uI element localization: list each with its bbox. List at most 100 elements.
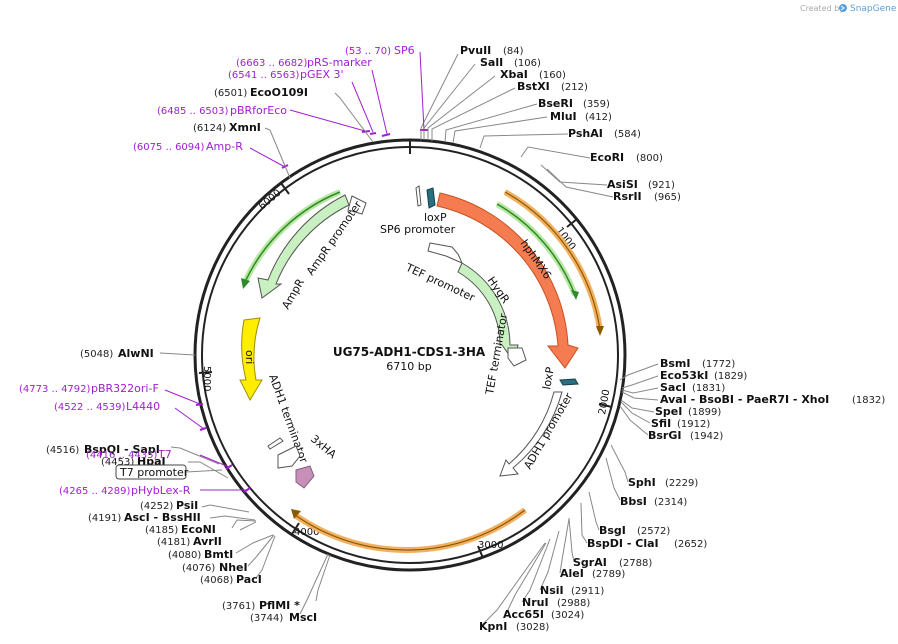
plasmid-size: 6710 bp (386, 360, 431, 373)
enzyme-rsrII: RsrII (613, 190, 642, 203)
t7-promoter-label: T7 promoter (119, 466, 189, 479)
primer-pbr322ori-f: pBR322ori-F (91, 382, 159, 395)
tef-promoter-feature (427, 242, 463, 264)
sp6-promoter-feature (415, 185, 422, 207)
enzyme-aleI: AleI (560, 567, 584, 580)
enzyme-hpaI-pos: (4453) (101, 457, 134, 468)
primer-amp-r-pos: (6075 .. 6094) (133, 142, 205, 153)
loxP-1-label: loxP (424, 211, 447, 224)
enzyme-sgrAI: SgrAI (573, 556, 607, 569)
enzyme-pflMI: PflMI * (259, 599, 300, 612)
primer-pgex3-pos: (6541 .. 6563) (228, 70, 300, 81)
enzyme-avaI-group-pos: (1832) (852, 395, 885, 406)
enzyme-leaders (159, 53, 659, 627)
adh1-promoter-feature (499, 391, 563, 477)
enzyme-avrII-pos: (4181) (157, 537, 190, 548)
tef-terminator-feature (507, 347, 527, 367)
plasmid-name: UG75-ADH1-CDS1-3HA (333, 345, 486, 359)
primer-l4440-pos: (4522 .. 4539) (54, 402, 126, 413)
enzyme-speI-pos: (1899) (688, 407, 721, 418)
enzyme-sphI: SphI (628, 476, 656, 489)
enzyme-sacI: SacI (660, 381, 686, 394)
orf-amp-arrowhead (241, 278, 250, 289)
loxP-2-label: loxP (540, 366, 557, 391)
primer-prs-marker: pRS-marker (307, 56, 372, 69)
primer-pbrforeco: pBRforEco (230, 104, 287, 117)
ori-label: ori (243, 350, 256, 364)
enzyme-pacI: PacI (236, 573, 262, 586)
adh1-terminator-feature (267, 437, 284, 450)
enzyme-ecoNI-pos: (4185) (145, 525, 178, 536)
ampR-label: AmpR (279, 276, 307, 311)
ampR-feature (257, 194, 350, 299)
enzyme-pflMI-pos: (3761) (222, 601, 255, 612)
enzyme-xmnI-pos: (6124) (193, 123, 226, 134)
orf-amp-line (244, 191, 341, 283)
enzyme-salI: SalI (480, 56, 503, 69)
enzyme-eco53kI-pos: (1829) (714, 371, 747, 382)
enzyme-bstXI-pos: (212) (561, 82, 588, 93)
enzyme-ecoNI: EcoNI (181, 523, 216, 536)
enzyme-speI: SpeI (655, 405, 682, 418)
hphMX6-feature (436, 192, 579, 369)
enzyme-salI-pos: (106) (514, 58, 541, 69)
enzyme-mscI-pos: (3744) (250, 613, 283, 624)
loxP-2-feature (559, 378, 579, 386)
enzyme-sfiI-pos: (1912) (677, 419, 710, 430)
enzyme-pshAI-pos: (584) (614, 129, 641, 140)
primer-phyblex-r: pHybLex-R (131, 484, 191, 497)
tef-terminator-label: TEF terminator (483, 312, 510, 396)
enzyme-bsrGI: BsrGI (648, 429, 681, 442)
primer-pbr322ori-f-pos: (4773 .. 4792) (19, 384, 91, 395)
enzyme-mscI: MscI (289, 611, 317, 624)
enzyme-bstXI: BstXI (517, 80, 550, 93)
enzyme-sacI-pos: (1831) (692, 383, 725, 394)
enzyme-eco53kI: Eco53kI (660, 369, 708, 382)
enzyme-nsiI: NsiI (540, 584, 564, 597)
enzyme-avrII: AvrII (193, 535, 222, 548)
enzyme-psiI-pos: (4252) (140, 501, 173, 512)
primer-sp6: SP6 (394, 44, 415, 57)
snapgene-logo-icon (839, 4, 847, 12)
orf-hyg-arrowhead (571, 290, 579, 300)
tick-2000: 2000 (597, 389, 612, 416)
tick-3000: 3000 (478, 540, 503, 551)
enzyme-alwNI-pos: (5048) (80, 349, 113, 360)
primer-pgex3: pGEX 3' (300, 68, 344, 81)
tick-4000: 4000 (294, 527, 319, 538)
primer-sp6-pos: (53 .. 70) (345, 46, 391, 57)
primer-l4440: L4440 (126, 400, 160, 413)
enzyme-ascI-pos: (4191) (88, 513, 121, 524)
enzyme-nruI-pos: (2988) (557, 598, 590, 609)
primer-t7: T7 (157, 448, 172, 461)
enzyme-xbaI: XbaI (500, 68, 528, 81)
primer-amp-r: Amp-R (206, 140, 243, 153)
primer-t7-pos: (4416 .. 4435) (86, 450, 158, 461)
enzyme-ascI-bssHII: AscI - BssHII (124, 511, 201, 524)
sp6-promoter-label: SP6 promoter (380, 223, 456, 236)
orf-hph-arrowhead (596, 326, 604, 336)
enzyme-bsrGI-pos: (1942) (690, 431, 723, 442)
enzyme-sfiI: SfiI (651, 417, 671, 430)
adh1-promoter-label: ADH1 promoter (521, 390, 575, 471)
enzyme-pvuII: PvuII (460, 44, 491, 57)
enzyme-sgrAI-pos: (2788) (619, 558, 652, 569)
enzyme-ecoO109I-pos: (6501) (214, 88, 247, 99)
enzyme-nruI: NruI (522, 596, 549, 609)
enzyme-xmnI: XmnI (229, 121, 261, 134)
enzyme-bsmI: BsmI (660, 357, 691, 370)
enzyme-bspQI-pos: (4516) (46, 445, 79, 456)
enzyme-bbsI-pos: (2314) (654, 497, 687, 508)
enzyme-avaI-group: AvaI - BsoBI - PaeR7I - XhoI (660, 393, 829, 406)
enzyme-mluI: MluI (550, 110, 577, 123)
orf-hph-line (504, 191, 601, 331)
3xHA-feature (295, 465, 315, 489)
enzyme-ecoRI: EcoRI (590, 151, 624, 164)
enzyme-rsrII-pos: (965) (654, 192, 681, 203)
enzyme-bseRI: BseRI (538, 97, 573, 110)
primer-leaders (164, 51, 425, 491)
enzyme-bspQI-sapI: BspQI - SapI (84, 443, 160, 456)
enzyme-mluI-pos: (412) (585, 112, 612, 123)
enzyme-bseRI-pos: (359) (583, 99, 610, 110)
